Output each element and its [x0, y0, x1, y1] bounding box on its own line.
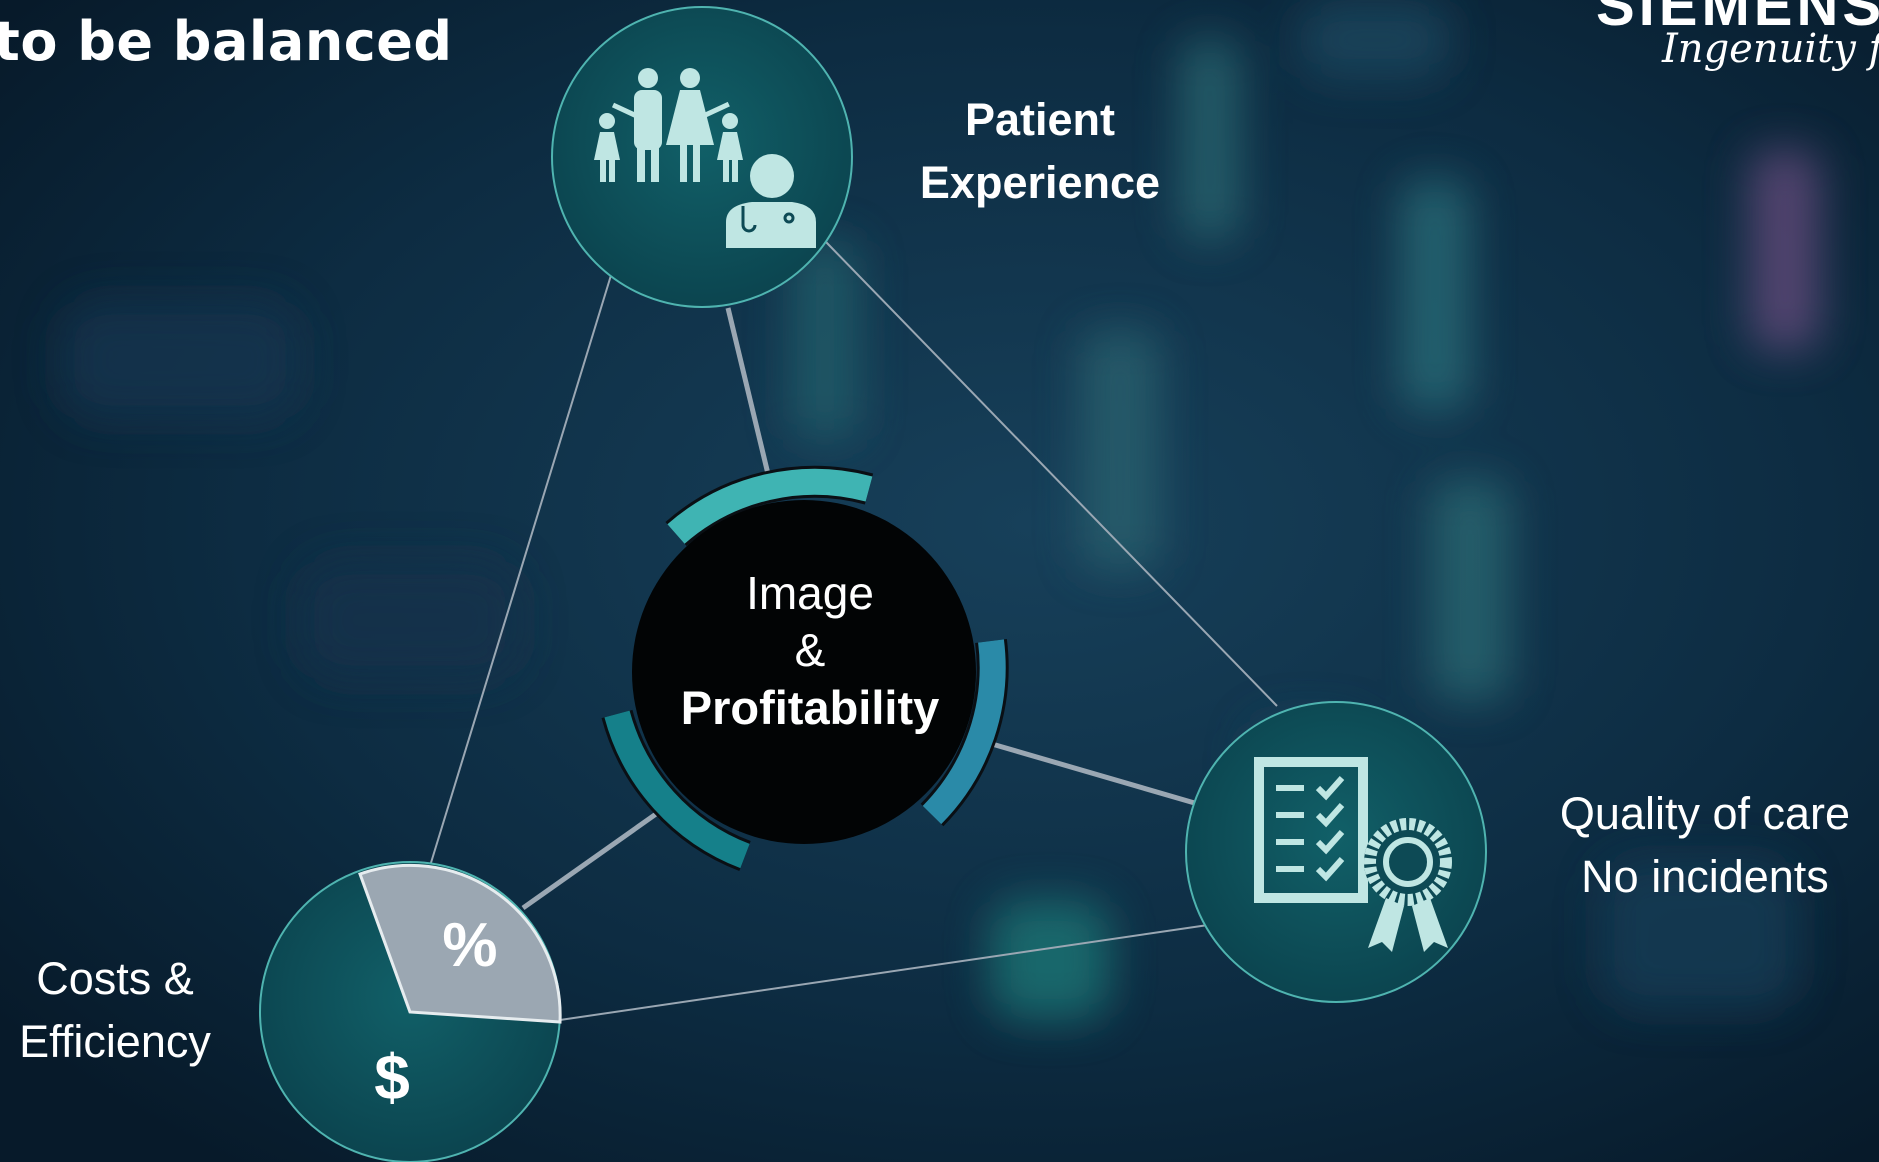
- center-line-image: Image: [746, 567, 874, 619]
- label-line: Costs &: [36, 953, 194, 1004]
- siemens-logo: SIEMENS: [1596, 0, 1879, 38]
- center-line-ampersand: &: [794, 624, 826, 676]
- center-hub: [601, 465, 1009, 871]
- pie-slice-percent: [358, 863, 562, 1024]
- label-costs-efficiency: Costs & Efficiency: [0, 947, 240, 1073]
- node-costs: [259, 861, 562, 1162]
- arc-blue: [922, 639, 1006, 825]
- spoke-patient: [725, 307, 771, 475]
- center-circle: [632, 500, 976, 844]
- spoke-costs: [521, 811, 658, 911]
- stethoscope-icon: [741, 206, 795, 233]
- label-patient-experience: Patient Experience: [880, 88, 1200, 214]
- label-line: Efficiency: [19, 1016, 211, 1067]
- background-bokeh: [60, 0, 1820, 1020]
- center-line-profitability: Profitability: [680, 681, 940, 734]
- arc-teal-dark: [604, 710, 750, 869]
- label-line: Experience: [919, 157, 1161, 208]
- center-label: Image & Profitability: [640, 565, 980, 736]
- family-doctor-icon: [594, 68, 816, 248]
- checklist-certificate-icon: [1254, 757, 1452, 952]
- label-line: Quality of care: [1559, 788, 1851, 839]
- connector-patient-costs: [429, 271, 613, 867]
- connector-patient-quality: [825, 241, 1278, 707]
- label-quality-of-care: Quality of care No incidents: [1505, 782, 1879, 908]
- label-line: No incidents: [1581, 851, 1829, 902]
- spoke-quality: [991, 741, 1199, 807]
- percent-symbol: %: [442, 911, 498, 980]
- dollar-symbol: $: [374, 1041, 410, 1113]
- arc-teal-light: [667, 468, 873, 544]
- slide-title: to be balanced: [0, 10, 453, 73]
- label-line: Patient: [964, 94, 1116, 145]
- brand-tagline: Ingenuity for: [1662, 26, 1879, 72]
- connector-costs-quality: [559, 924, 1209, 1021]
- connector-lines: [429, 241, 1278, 1021]
- node-quality: [1185, 701, 1487, 1003]
- node-patient: [551, 6, 853, 308]
